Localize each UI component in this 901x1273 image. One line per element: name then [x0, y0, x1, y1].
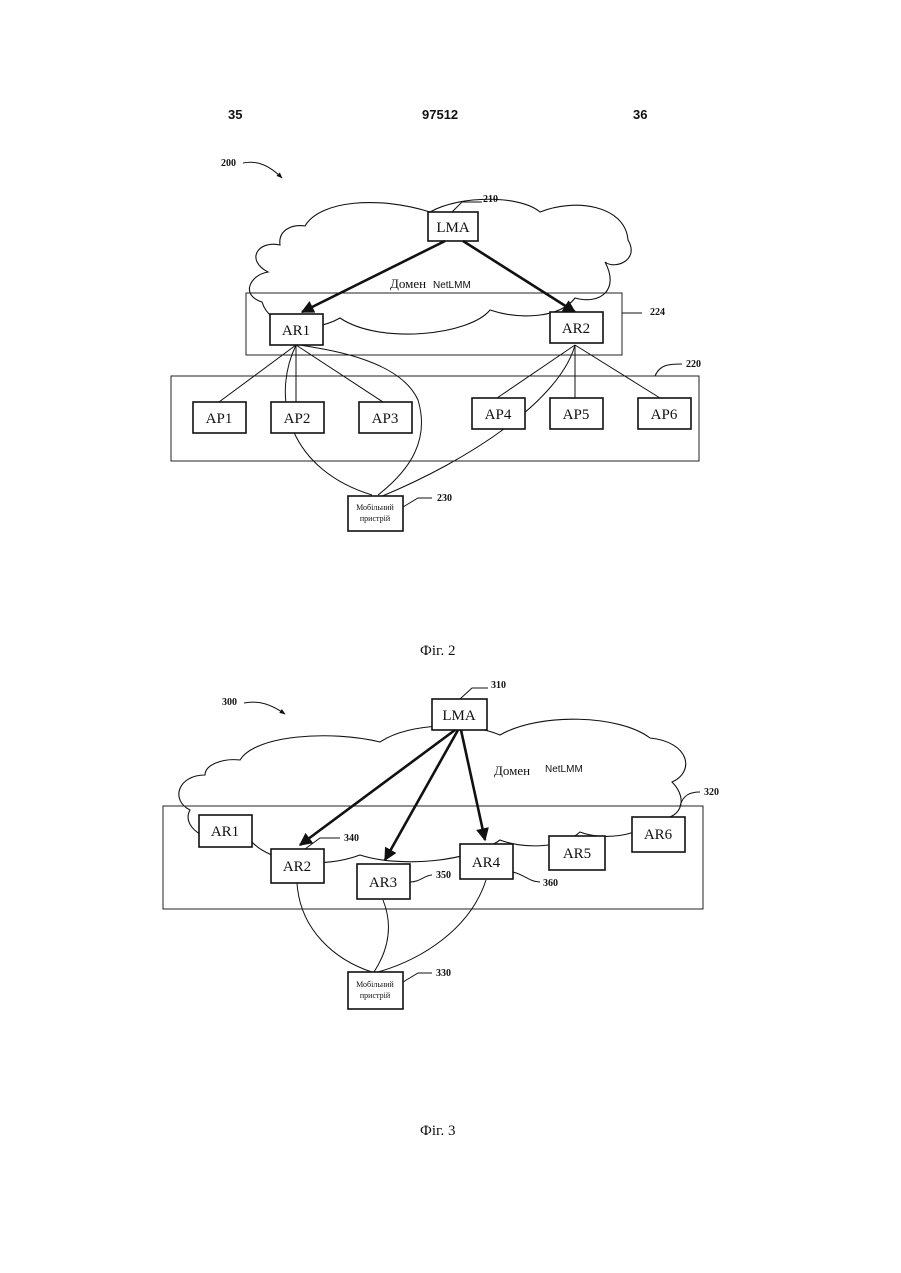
fig3-ref-340: 340: [344, 833, 359, 844]
fig3-caption: Фіг. 3: [420, 1123, 455, 1139]
fig2-ap6-label: AP6: [651, 407, 678, 423]
fig3-ar2-label: AR2: [283, 859, 311, 875]
fig2-ref-200-leader: [243, 162, 282, 178]
fig3-ar4-label: AR4: [472, 855, 501, 871]
fig3-ref-330: 330: [436, 968, 451, 979]
fig2-domain-word: Домен: [390, 276, 426, 291]
fig3-ref-310-leader: [460, 688, 488, 699]
fig3-ref-310: 310: [491, 680, 506, 691]
fig3-ar3-label: AR3: [369, 875, 397, 891]
header-page-right: 36: [633, 107, 647, 122]
fig3-ref-360: 360: [543, 878, 558, 889]
fig2-ar1-label: AR1: [282, 323, 310, 339]
figure-3: 300 Домен NetLMM 320 LMA 310 AR1 AR2 AR3: [163, 680, 719, 1139]
fig3-ref-360-leader: [513, 872, 540, 882]
fig3-ref-300: 300: [222, 697, 237, 708]
fig2-ap5-label: AP5: [563, 407, 590, 423]
fig2-device-line2: пристрій: [360, 514, 391, 523]
fig3-ar5-label: AR5: [563, 846, 591, 862]
fig3-ar1-label: AR1: [211, 824, 239, 840]
fig3-ref-320-leader: [680, 792, 700, 806]
fig2-ap4-label: AP4: [485, 407, 512, 423]
fig2-ref-200: 200: [221, 158, 236, 169]
fig3-ref-350-leader: [410, 875, 432, 882]
fig2-device-links: [285, 345, 575, 497]
fig3-ref-320: 320: [704, 787, 719, 798]
fig2-ap-frame: [171, 376, 699, 461]
fig2-ref-224: 224: [650, 307, 665, 318]
figure-2: 200 Домен NetLMM LMA 210 224 220: [171, 158, 701, 659]
fig2-device-line1: Мобільний: [356, 503, 394, 512]
fig2-domain-name: NetLMM: [433, 280, 471, 291]
fig2-ref-230-leader: [403, 498, 432, 507]
fig3-domain-word: Домен: [494, 763, 530, 778]
fig3-device-line1: Мобільний: [356, 980, 394, 989]
fig3-device-line2: пристрій: [360, 991, 391, 1000]
fig2-caption: Фіг. 2: [420, 643, 455, 659]
fig3-ref-330-leader: [403, 973, 432, 982]
fig2-ref-230: 230: [437, 493, 452, 504]
fig2-ap2-label: AP2: [284, 411, 311, 427]
header-patent-number: 97512: [422, 107, 458, 122]
fig2-ar2-label: AR2: [562, 321, 590, 337]
fig3-netlmm-cloud: [179, 719, 686, 863]
fig3-ref-350: 350: [436, 870, 451, 881]
fig2-ap1-label: AP1: [206, 411, 233, 427]
fig2-ap3-label: AP3: [372, 411, 399, 427]
fig2-lma-label: LMA: [436, 220, 470, 236]
fig3-domain-name: NetLMM: [545, 764, 583, 775]
fig2-ref-220-leader: [655, 364, 682, 376]
fig2-ref-220: 220: [686, 359, 701, 370]
fig2-ref-210: 210: [483, 194, 498, 205]
header-page-left: 35: [228, 107, 242, 122]
fig3-ref-300-leader: [244, 702, 285, 714]
fig3-lma-label: LMA: [442, 708, 476, 724]
fig3-ar6-label: AR6: [644, 827, 673, 843]
